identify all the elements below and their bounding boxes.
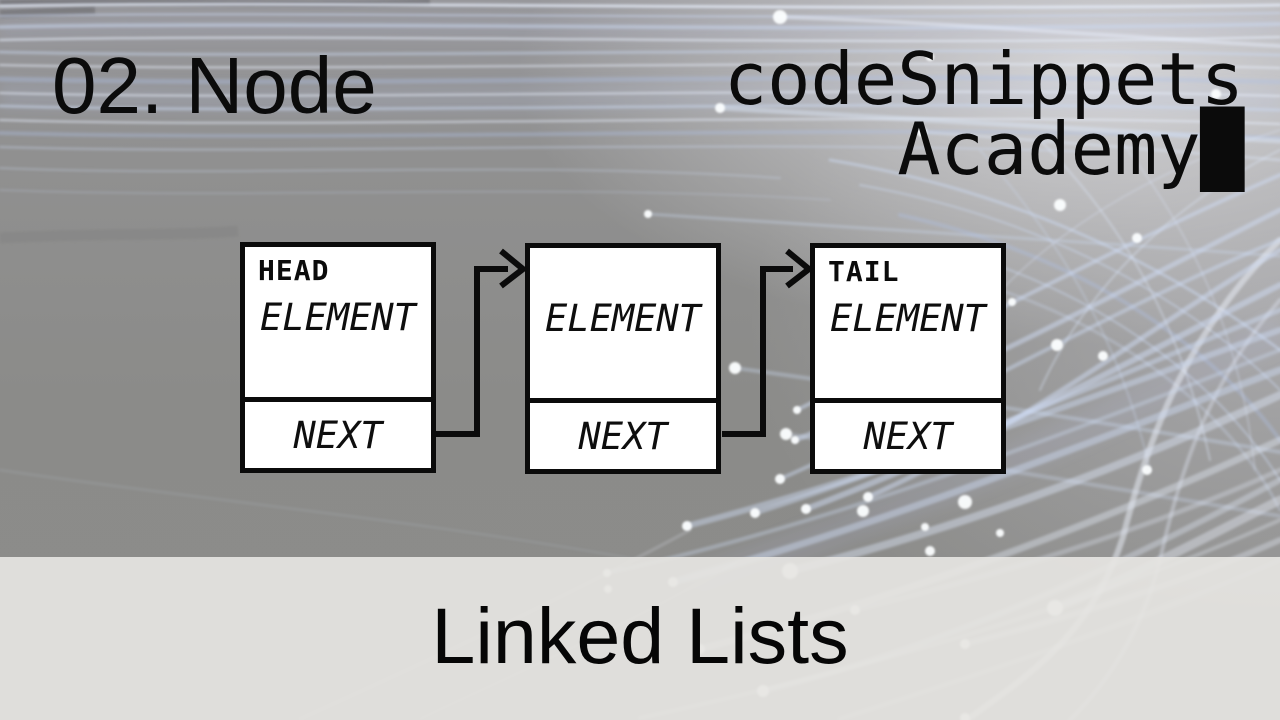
- element-label: ELEMENT: [830, 297, 986, 340]
- brand-line1: codeSnippets: [723, 37, 1244, 121]
- node-element-section: TAIL ELEMENT: [815, 248, 1001, 398]
- brand-logo: codeSnippets Academy█: [723, 37, 1244, 185]
- link-arrow-middle-to-tail: [722, 248, 814, 437]
- element-label: ELEMENT: [260, 296, 416, 339]
- next-label: NEXT: [293, 413, 383, 457]
- node-tail: TAIL ELEMENT NEXT: [810, 243, 1006, 474]
- node-next-section: NEXT: [530, 398, 716, 469]
- node-next-section: NEXT: [815, 398, 1001, 469]
- node-head: HEAD ELEMENT NEXT: [240, 242, 436, 473]
- page-title: 02. Node: [52, 41, 377, 130]
- node-tag-label: TAIL: [828, 255, 900, 288]
- banner-caption: Linked Lists: [431, 591, 849, 680]
- link-arrow-head-to-middle: [436, 248, 528, 437]
- element-label: ELEMENT: [545, 297, 701, 340]
- node-middle: ELEMENT NEXT: [525, 243, 721, 474]
- brand-line2-wrap: Academy█: [724, 113, 1244, 185]
- node-next-section: NEXT: [245, 397, 431, 468]
- text-cursor-icon: █: [1200, 107, 1244, 191]
- node-tag-label: HEAD: [258, 254, 330, 287]
- node-element-section: ELEMENT: [530, 248, 716, 398]
- next-label: NEXT: [863, 414, 953, 458]
- node-element-section: HEAD ELEMENT: [245, 247, 431, 397]
- next-label: NEXT: [578, 414, 668, 458]
- brand-line2: Academy: [897, 107, 1201, 191]
- bottom-banner: [0, 557, 1280, 720]
